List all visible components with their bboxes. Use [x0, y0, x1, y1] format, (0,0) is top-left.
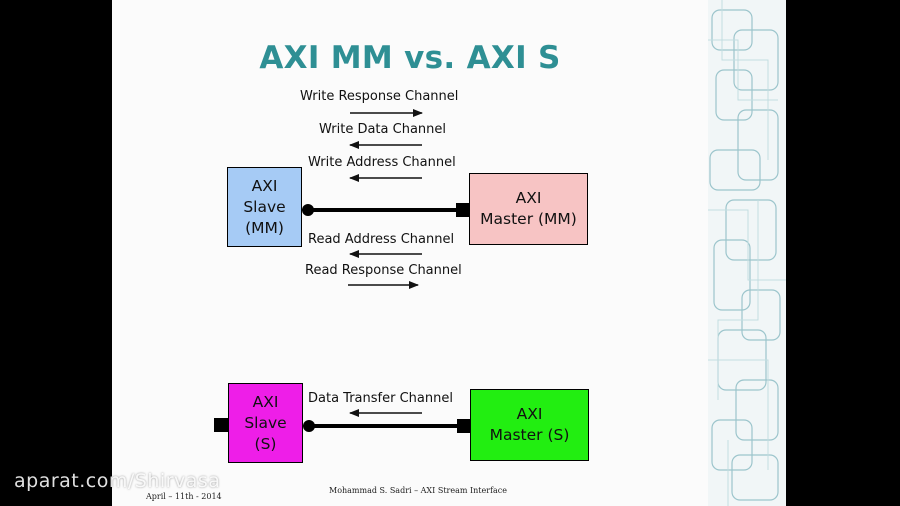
footer-date: April – 11th - 2014: [146, 492, 222, 501]
slave-mm-line-2: Slave: [243, 197, 286, 216]
connector-graphics: [214, 109, 471, 433]
channel-label-write-response: Write Response Channel: [300, 89, 459, 104]
slave-mm-line-1: AXI: [251, 176, 278, 195]
circuit-pattern-graphic: [708, 0, 786, 506]
master-mm-line-2: Master (MM): [480, 210, 577, 228]
master-s-line-1: AXI: [516, 405, 543, 423]
slave-s-line-1: AXI: [252, 392, 279, 411]
footer-author: Mohammad S. Sadri – AXI Stream Interface: [329, 486, 508, 495]
channel-label-read-response: Read Response Channel: [305, 263, 462, 278]
mm-bus-master-square: [456, 203, 470, 217]
channel-label-write-data: Write Data Channel: [319, 122, 446, 137]
master-s-line-2: Master (S): [489, 426, 570, 444]
axi-master-s-box: AXI Master (S): [470, 389, 589, 461]
s-bus-slave-square: [214, 418, 228, 432]
slave-mm-line-3: (MM): [245, 218, 284, 237]
slave-s-line-2: Slave: [244, 413, 287, 432]
watermark-text: aparat.com/Shirvasa: [14, 470, 221, 492]
axi-master-mm-box: AXI Master (MM): [469, 173, 588, 245]
slide-title: AXI MM vs. AXI S: [259, 40, 561, 76]
slave-s-line-3: (S): [254, 434, 277, 453]
mm-bus-slave-dot: [302, 204, 314, 216]
s-bus-master-square: [457, 419, 471, 433]
axi-slave-mm-box: AXI Slave (MM): [227, 167, 302, 247]
axi-slave-s-box: AXI Slave (S): [228, 383, 303, 463]
channel-label-data-transfer: Data Transfer Channel: [308, 391, 453, 406]
channel-label-write-address: Write Address Channel: [308, 155, 456, 170]
slide: AXI MM vs. AXI S Write Response Channel …: [112, 0, 708, 506]
master-mm-line-1: AXI: [515, 189, 542, 207]
channel-label-read-address: Read Address Channel: [308, 232, 455, 247]
s-bus-slave-dot: [303, 420, 315, 432]
decorative-side-pattern: [708, 0, 786, 506]
